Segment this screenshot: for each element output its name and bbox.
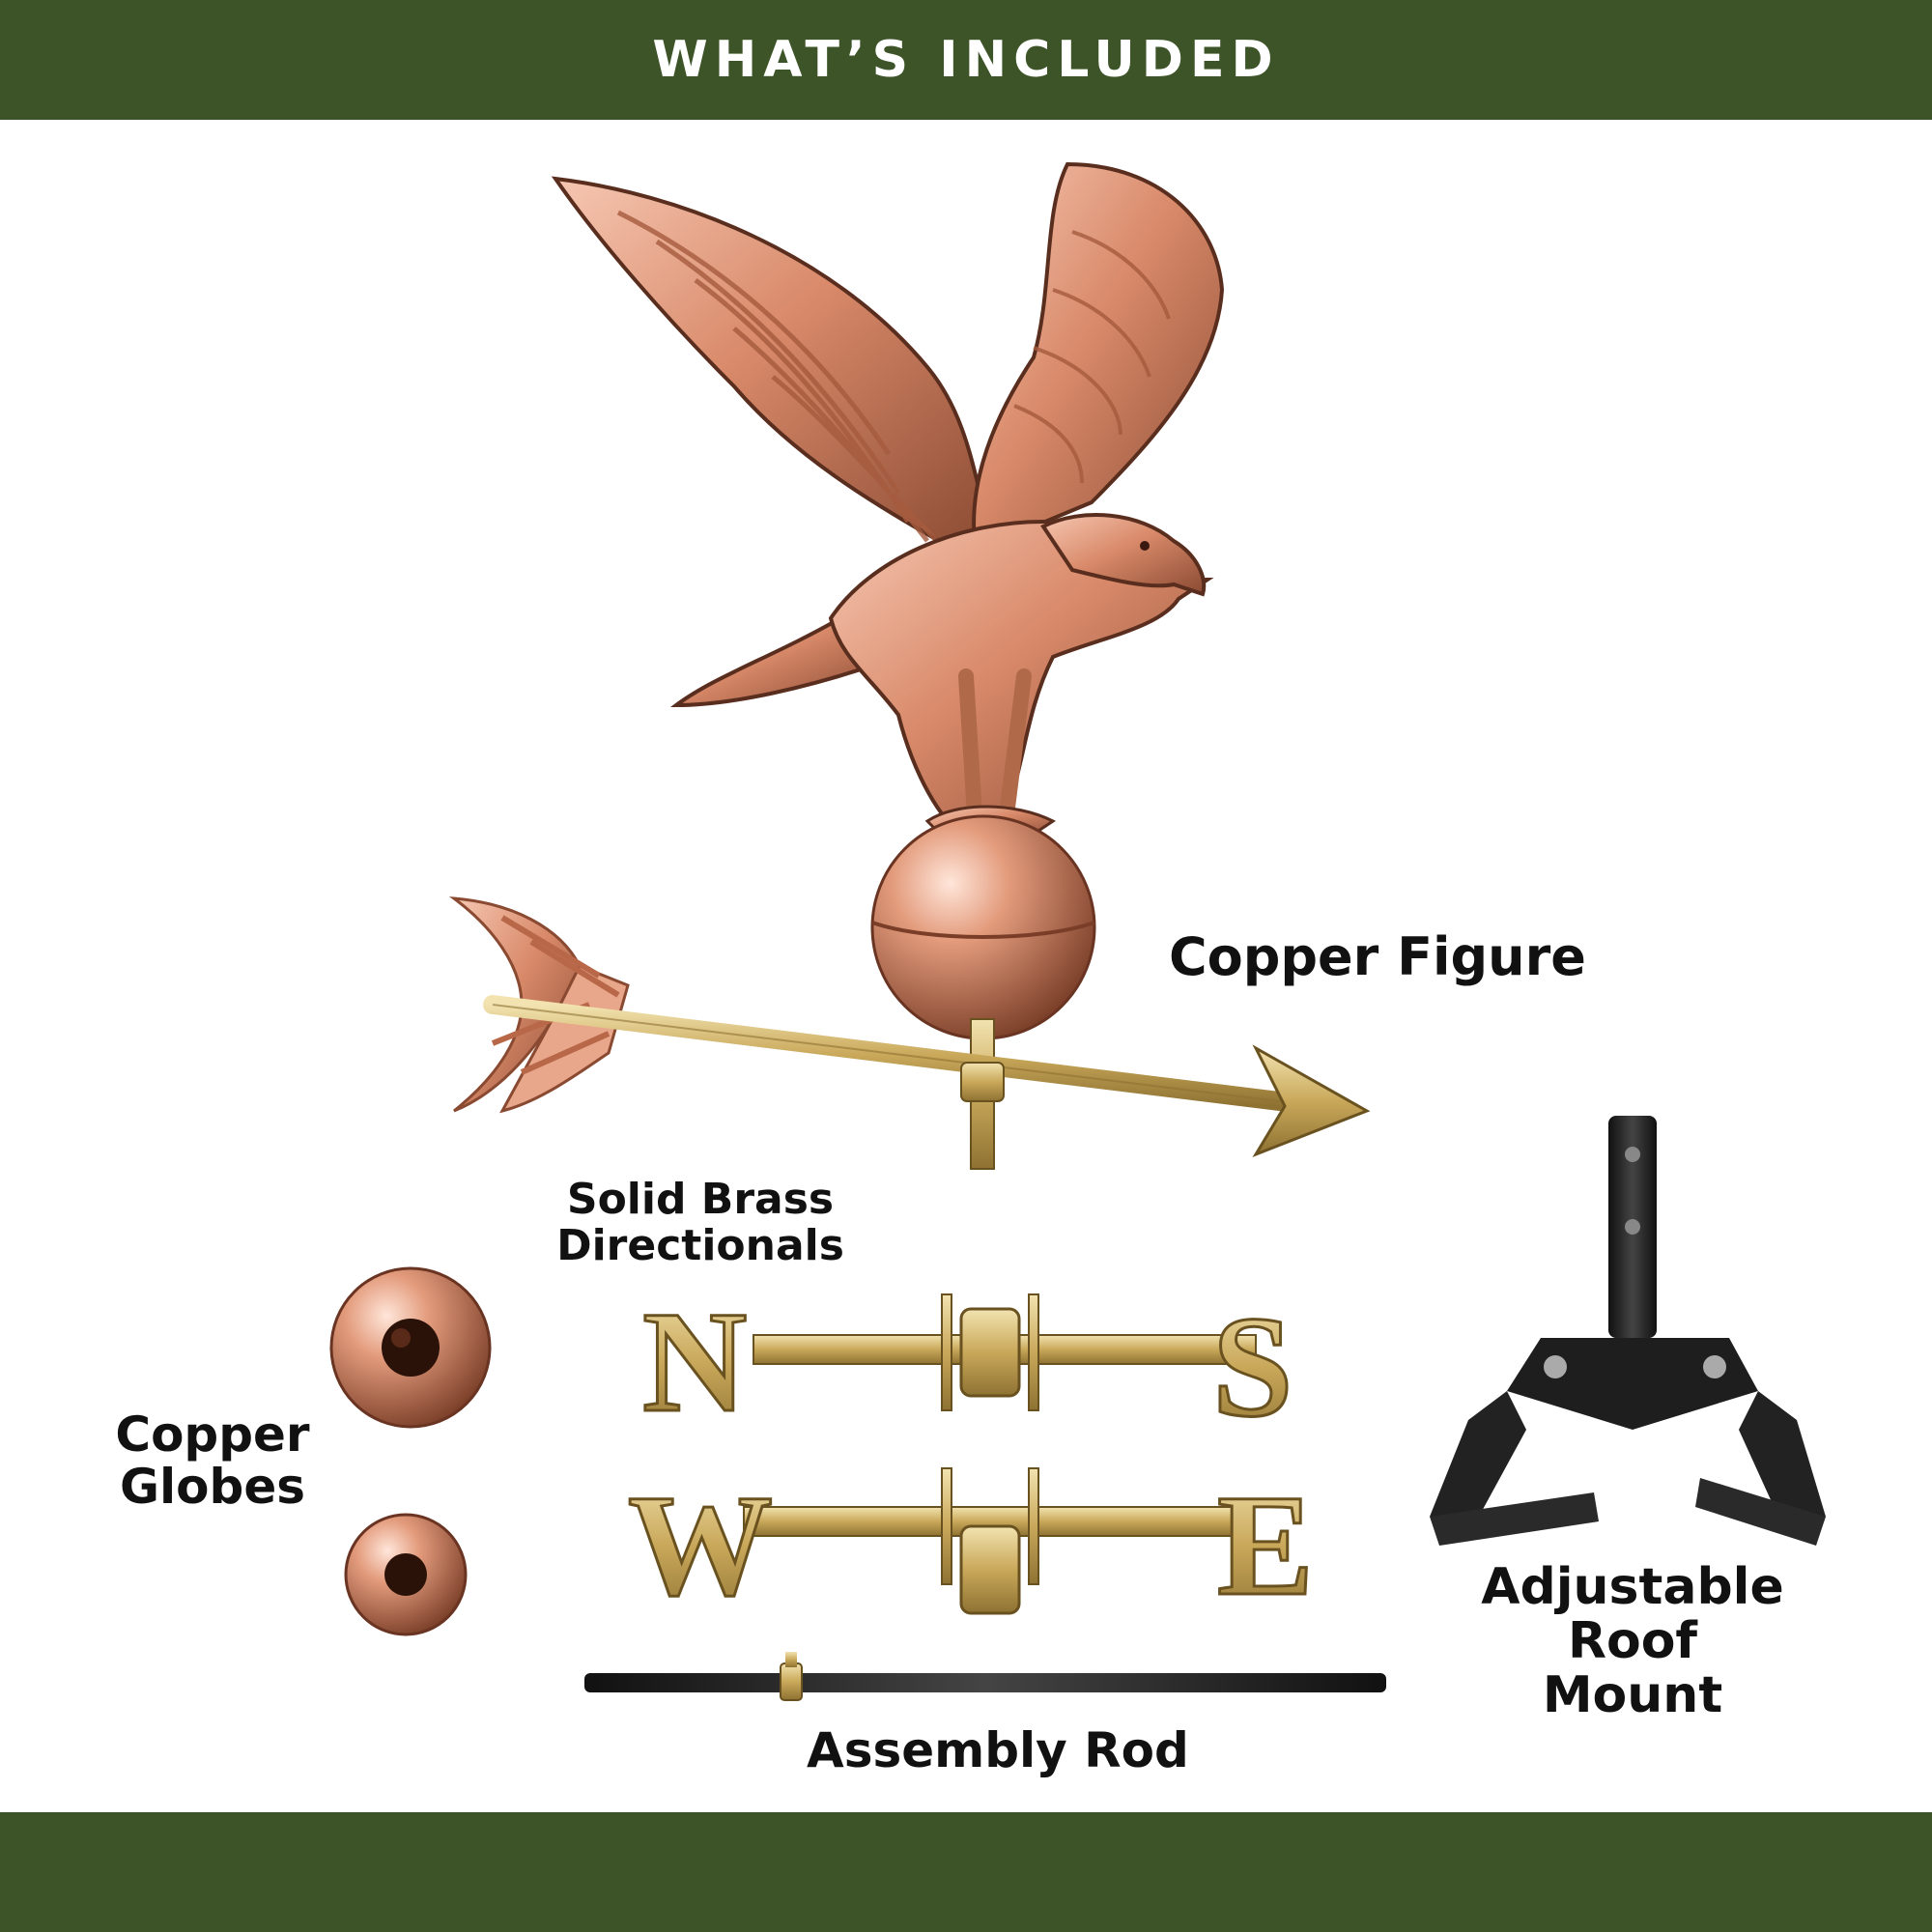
label-mount-line-2: Roof (1567, 1612, 1698, 1671)
roof-mount (1430, 1116, 1826, 1546)
label-roof-mount: Adjustable Roof Mount (1478, 1558, 1787, 1725)
label-mount-line-3: Mount (1542, 1666, 1723, 1725)
label-globes-line-2: Globes (120, 1459, 305, 1515)
copper-eagle-figure (551, 161, 1225, 842)
header-banner: WHAT’S INCLUDED (0, 0, 1932, 120)
label-brass-line-1: Solid Brass (566, 1175, 835, 1224)
directional-letter-w: W (628, 1465, 773, 1626)
label-copper-globes: Copper Globes (106, 1408, 319, 1513)
directional-letter-s: S (1212, 1287, 1293, 1447)
label-brass-directionals: Solid Brass Directionals (551, 1177, 850, 1268)
copper-globe-large (870, 814, 1096, 1040)
label-globes-line-1: Copper (115, 1406, 310, 1463)
copper-arrow (448, 896, 1371, 1157)
directional-letter-n: N (642, 1282, 747, 1442)
directional-we: W E (627, 1464, 1316, 1628)
copper-globe-small-2 (344, 1513, 468, 1636)
footer-banner (0, 1812, 1932, 1932)
label-mount-line-1: Adjustable (1481, 1558, 1784, 1616)
label-assembly-rod: Assembly Rod (807, 1722, 1189, 1778)
header-title: WHAT’S INCLUDED (652, 31, 1280, 89)
label-brass-line-2: Directionals (556, 1220, 844, 1270)
directional-letter-e: E (1217, 1465, 1314, 1626)
assembly-rod (584, 1652, 1386, 1701)
directional-ns: N S (641, 1281, 1294, 1449)
label-copper-figure: Copper Figure (1169, 926, 1586, 987)
copper-globe-small-1 (329, 1266, 492, 1429)
